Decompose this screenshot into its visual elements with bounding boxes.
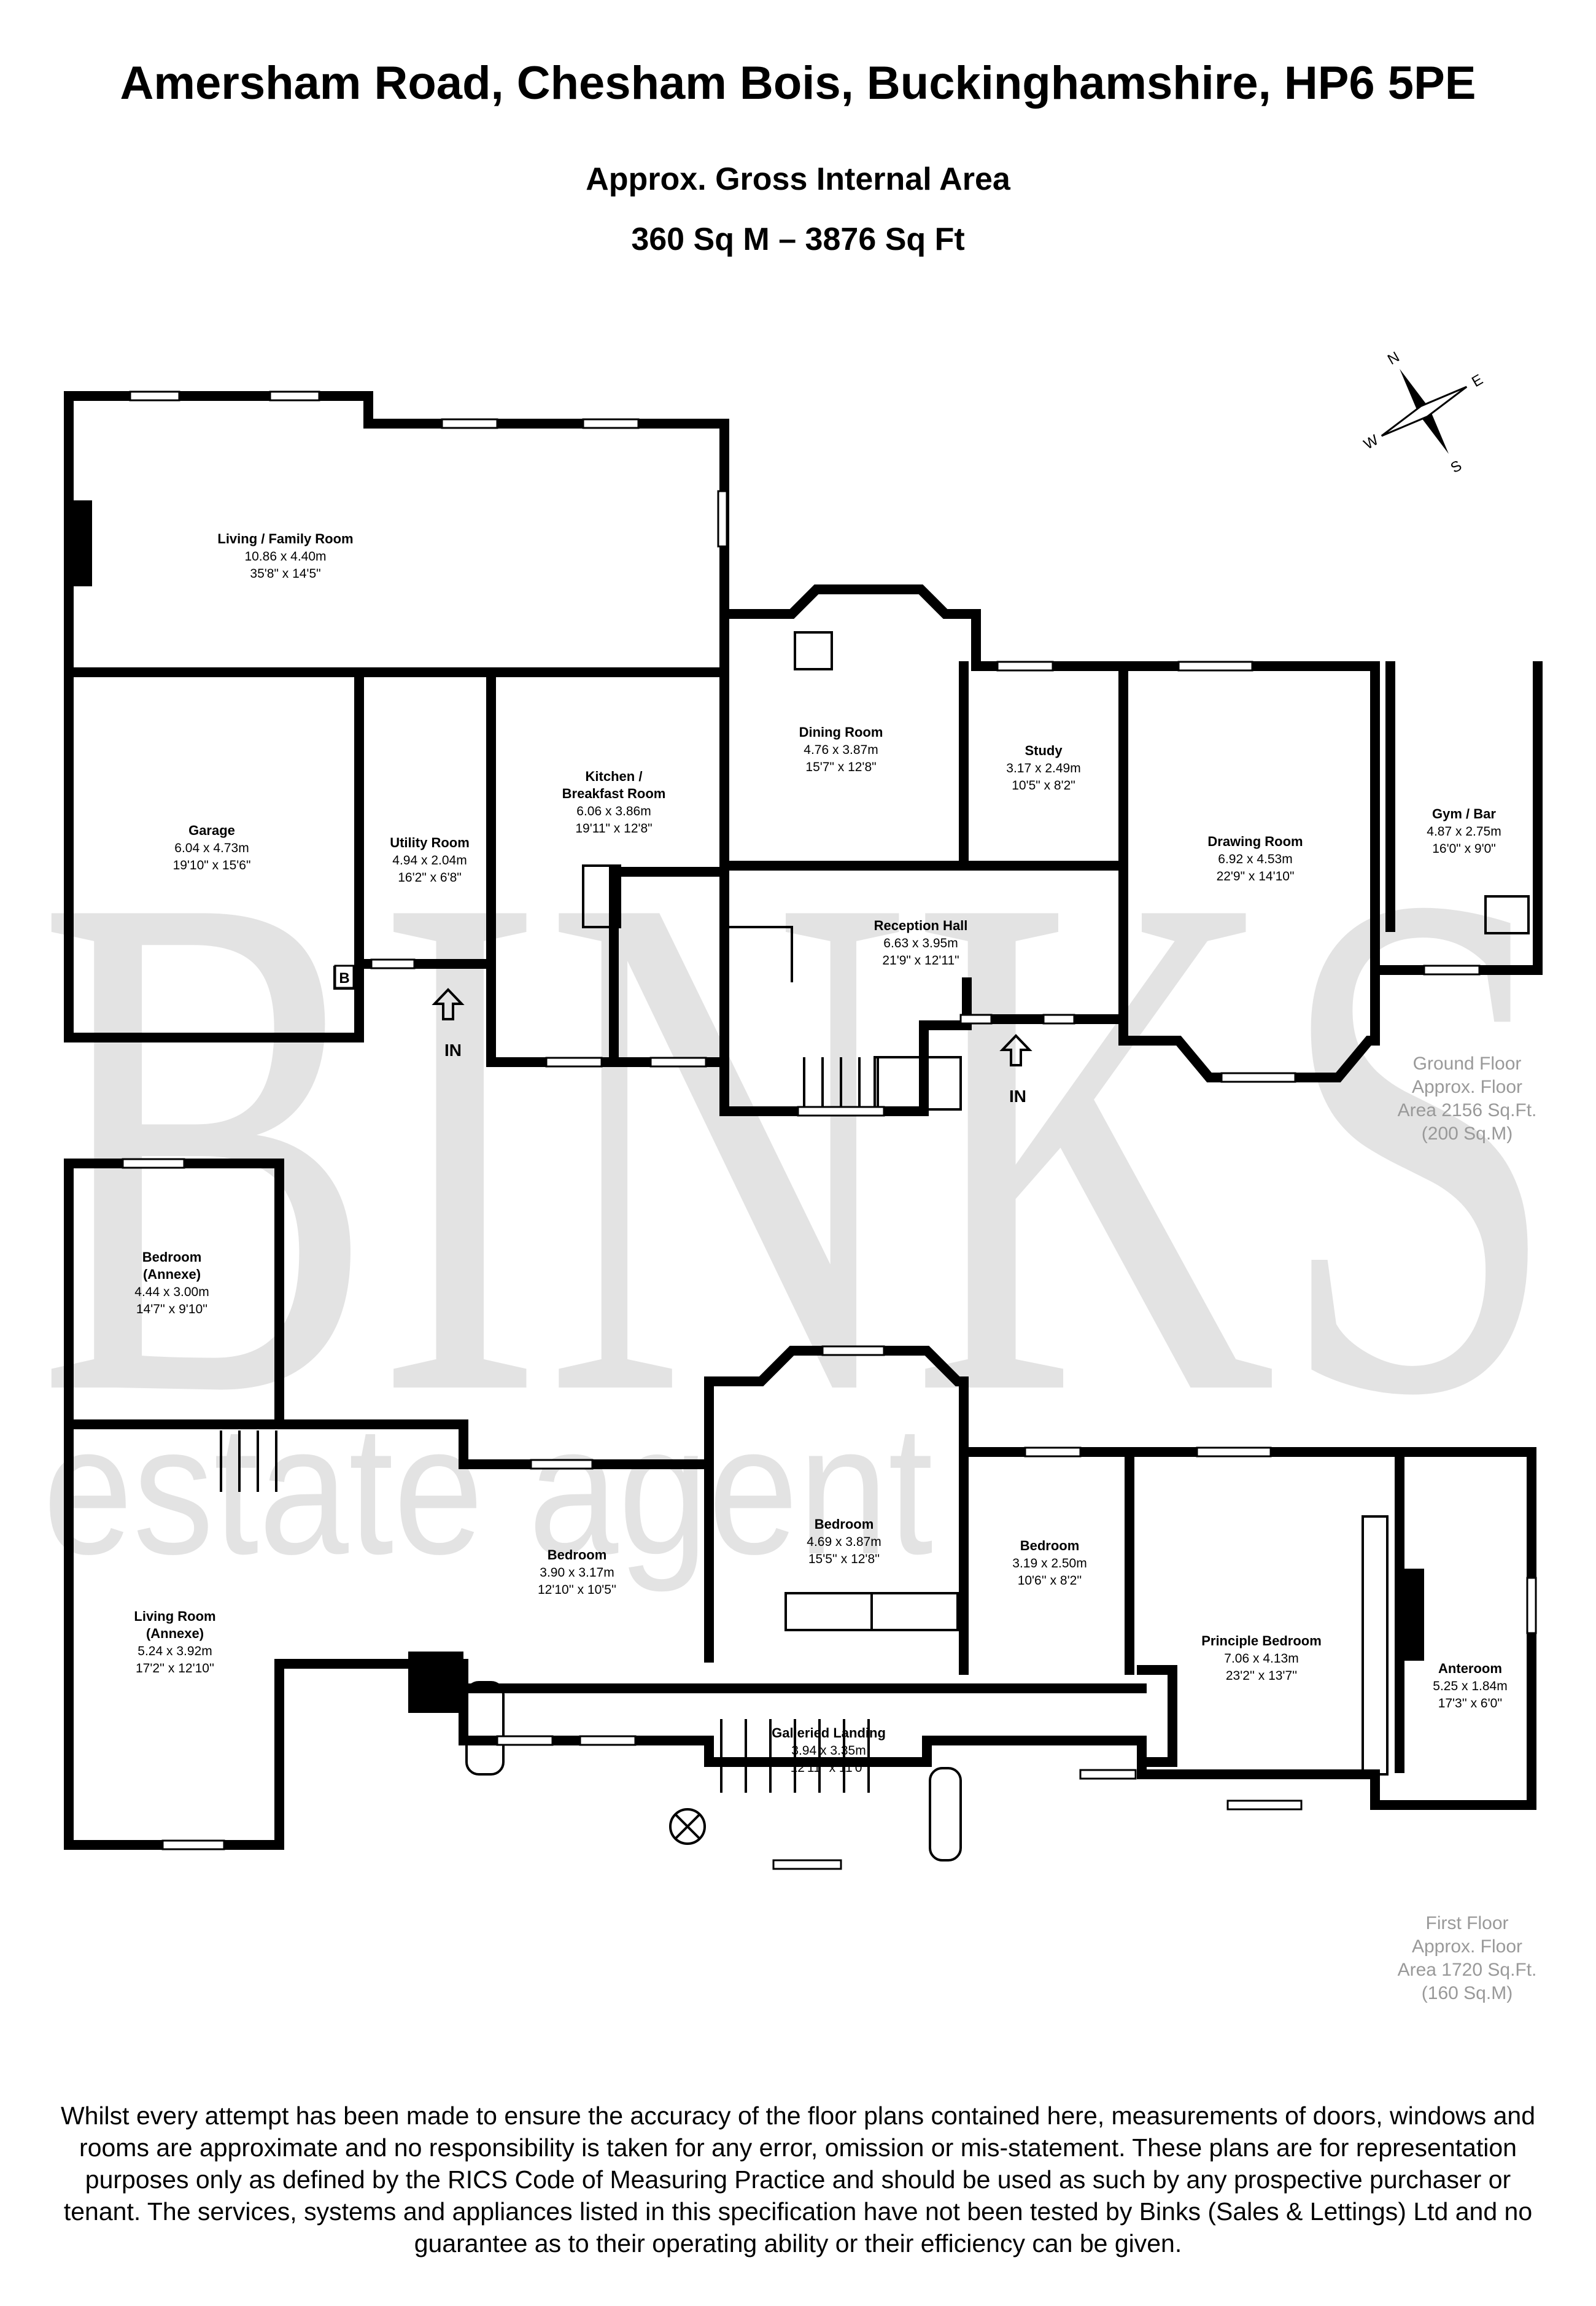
- room-dims-m: 6.04 x 4.73m: [174, 841, 249, 855]
- room-name: Drawing Room: [1207, 834, 1303, 849]
- entrance-label: IN: [444, 1041, 462, 1060]
- room-name-2: (Annexe): [146, 1626, 204, 1641]
- room-name: Principle Bedroom: [1201, 1633, 1322, 1648]
- room-name: Bedroom: [548, 1547, 607, 1563]
- room-dims-m: 3.94 x 3.35m: [791, 1744, 866, 1758]
- area-value: 360 Sq M – 3876 Sq Ft: [631, 222, 965, 257]
- first-floor-note-1: First Floor: [1426, 1913, 1509, 1933]
- room-dims-m: 3.90 x 3.17m: [540, 1566, 614, 1580]
- room-dims-ft: 10'5" x 8'2": [1012, 778, 1075, 793]
- room-dims-m: 4.94 x 2.04m: [392, 853, 467, 868]
- room-dims-ft: 35'8" x 14'5": [250, 567, 320, 581]
- room-dims-m: 6.06 x 3.86m: [576, 804, 651, 818]
- compass-letter-n: N: [1385, 349, 1403, 368]
- room-dims-ft: 14'7'' x 9'10'': [136, 1302, 207, 1316]
- ground-floor-note-4: (200 Sq.M): [1422, 1124, 1513, 1144]
- room-dims-ft: 19'11" x 12'8": [575, 821, 652, 836]
- watermark-brand: BINKS: [37, 742, 1559, 1545]
- room-name: Garage: [188, 823, 235, 838]
- watermark: BINKS estate agent: [37, 742, 1559, 1594]
- compass-letter-s: S: [1448, 457, 1465, 476]
- room-dims-m: 5.24 x 3.92m: [138, 1644, 212, 1658]
- room-dims-ft: 10'6'' x 8'2'': [1018, 1574, 1082, 1588]
- room-dims-ft: 16'0" x 9'0": [1432, 842, 1496, 856]
- room-name: Reception Hall: [874, 918, 968, 933]
- room-dims-ft: 17'3'' x 6'0'': [1438, 1696, 1503, 1710]
- first-floor-plan: Bedroom (Annexe) 4.44 x 3.00m 14'7'' x 9…: [64, 1158, 1537, 2003]
- disclaimer: Whilst every attempt has been made to en…: [60, 2102, 1536, 2257]
- compass-letter-e: E: [1469, 371, 1486, 390]
- room-name: Anteroom: [1438, 1661, 1502, 1676]
- area-label: Approx. Gross Internal Area: [586, 161, 1010, 197]
- room-name: Bedroom: [815, 1516, 874, 1532]
- room-dims-ft: 17'2'' x 12'10'': [136, 1661, 214, 1675]
- room-dims-m: 4.76 x 3.87m: [804, 743, 878, 757]
- room-name: Living Room: [134, 1609, 215, 1624]
- room-dims-m: 3.17 x 2.49m: [1006, 761, 1080, 775]
- room-dims-ft: 16'2" x 6'8": [398, 871, 462, 885]
- room-dims-ft: 23'2'' x 13'7'': [1226, 1669, 1297, 1683]
- room-dims-m: 7.06 x 4.13m: [1224, 1652, 1298, 1666]
- ground-floor-plan: Living / Family Room 10.86 x 4.40m 35'8"…: [64, 390, 1543, 1144]
- room-name: Kitchen /: [586, 769, 643, 784]
- ground-floor-note-3: Area 2156 Sq.Ft.: [1398, 1100, 1537, 1120]
- room-dims-ft: 15'5'' x 12'8'': [808, 1552, 880, 1566]
- room-name: Utility Room: [390, 835, 470, 850]
- page-title: Amersham Road, Chesham Bois, Buckinghams…: [120, 57, 1476, 109]
- room-dims-m: 4.69 x 3.87m: [807, 1535, 881, 1549]
- room-name: Dining Room: [799, 724, 883, 740]
- room-dims-ft: 12'11'' x 11'0'': [791, 1761, 867, 1775]
- entrance-label: IN: [1009, 1087, 1026, 1106]
- boiler-label: B: [339, 970, 349, 987]
- room-name: Galleried Landing: [772, 1725, 886, 1741]
- first-floor-note-3: Area 1720 Sq.Ft.: [1398, 1960, 1537, 1980]
- room-dims-m: 4.87 x 2.75m: [1427, 825, 1501, 839]
- room-name: Bedroom: [142, 1249, 202, 1265]
- room-name: Gym / Bar: [1432, 806, 1496, 821]
- first-floor-note-4: (160 Sq.M): [1422, 1983, 1513, 2003]
- room-name: Bedroom: [1020, 1538, 1080, 1553]
- room-dims-ft: 21'9" x 12'11": [882, 953, 959, 968]
- room-dims-ft: 19'10" x 15'6": [173, 858, 251, 872]
- room-name-2: (Annexe): [143, 1267, 201, 1282]
- compass-icon: N S E W: [1361, 349, 1486, 476]
- watermark-tagline: estate agent: [43, 1386, 934, 1594]
- compass-letter-w: W: [1361, 432, 1381, 453]
- ground-floor-note-1: Ground Floor: [1413, 1054, 1522, 1074]
- room-dims-m: 5.25 x 1.84m: [1433, 1679, 1507, 1693]
- room-dims-m: 6.63 x 3.95m: [883, 936, 958, 950]
- room-name: Living / Family Room: [217, 531, 353, 546]
- room-name: Study: [1025, 743, 1063, 758]
- room-dims-m: 6.92 x 4.53m: [1218, 852, 1292, 866]
- room-dims-m: 3.19 x 2.50m: [1012, 1556, 1087, 1570]
- room-dims-ft: 12'10'' x 10'5'': [538, 1583, 616, 1597]
- room-dims-ft: 22'9" x 14'10": [1217, 869, 1295, 883]
- first-floor-note-2: Approx. Floor: [1412, 1936, 1522, 1957]
- room-name-2: Breakfast Room: [562, 786, 666, 801]
- ground-floor-note-2: Approx. Floor: [1412, 1077, 1522, 1097]
- room-dims-m: 10.86 x 4.40m: [244, 549, 326, 564]
- room-dims-ft: 15'7" x 12'8": [805, 760, 876, 774]
- room-dims-m: 4.44 x 3.00m: [134, 1285, 209, 1299]
